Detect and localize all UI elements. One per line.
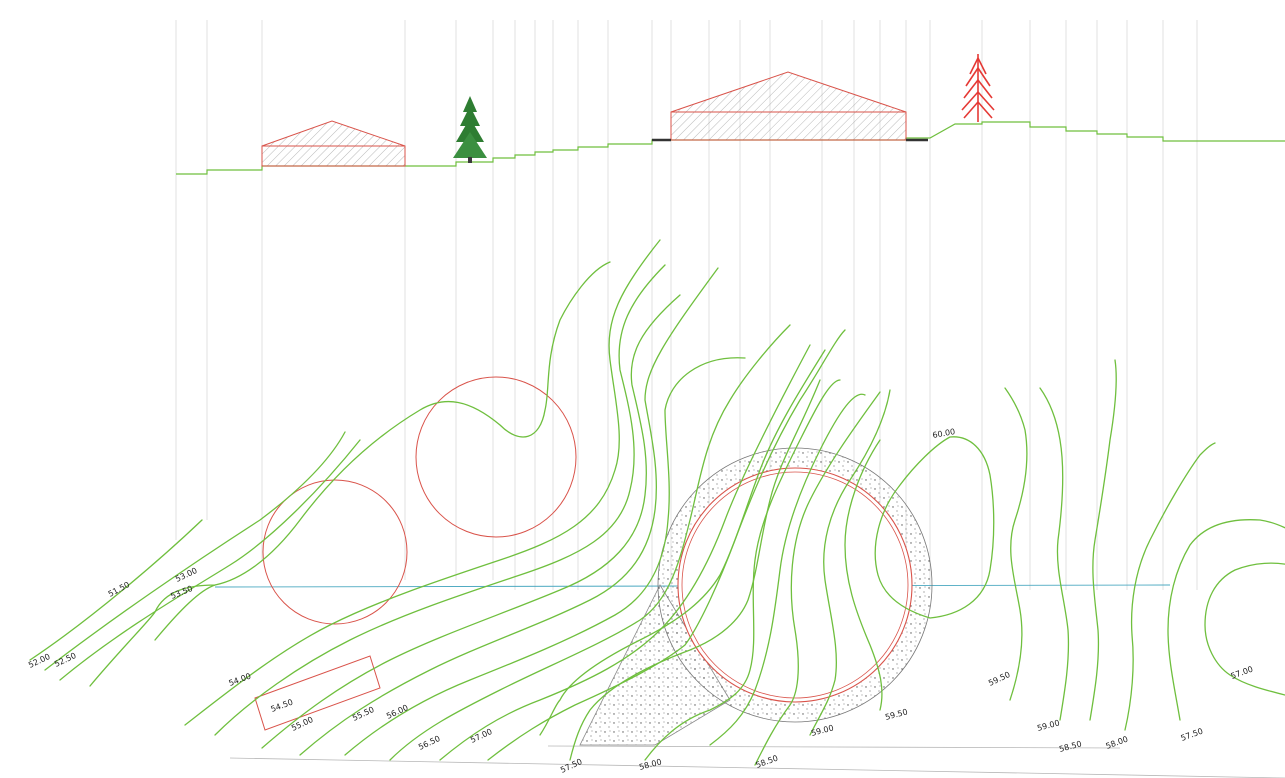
contour-label: 58.50 (755, 754, 780, 770)
ground-profile (176, 121, 1285, 175)
contour-label: 57.50 (559, 757, 584, 775)
contour-label: 59.00 (810, 723, 834, 738)
contour-label: 58.50 (1058, 739, 1082, 754)
conifer-tree-icon (453, 96, 487, 163)
contour-lines (29, 239, 1285, 766)
contour-label: 55.00 (290, 715, 315, 733)
planter-rectangle (254, 655, 381, 731)
contour-label: 58.00 (1105, 735, 1130, 751)
contour-label: 53.50 (169, 584, 194, 601)
contour-label: 59.50 (884, 707, 908, 722)
contour-label: 56.50 (417, 734, 442, 752)
contour-label: 58.00 (638, 757, 662, 772)
contour-label: 54.00 (228, 672, 253, 688)
contour-label: 59.50 (987, 670, 1012, 688)
contour-label: 57.50 (1180, 727, 1205, 743)
contour-label: 54.50 (270, 698, 295, 714)
contour-label: 52.50 (53, 651, 78, 669)
contour-label: 57.00 (1230, 665, 1255, 681)
large-building-elevation (652, 71, 928, 142)
contour-label: 59.00 (1036, 718, 1060, 733)
gravel-ring (657, 447, 933, 723)
contour-label: 60.00 (932, 427, 956, 440)
small-building-elevation (261, 120, 406, 167)
red-tree-icon (961, 54, 995, 122)
tree-canopy-circle (415, 376, 577, 538)
tree-canopy-circle (262, 479, 408, 625)
contour-label: 51.50 (107, 580, 131, 599)
site-plan: 51.50 53.00 53.50 52.00 52.50 54.00 54.5… (27, 239, 1285, 778)
elevation-section (176, 54, 1285, 175)
contour-label: 56.00 (385, 703, 410, 721)
